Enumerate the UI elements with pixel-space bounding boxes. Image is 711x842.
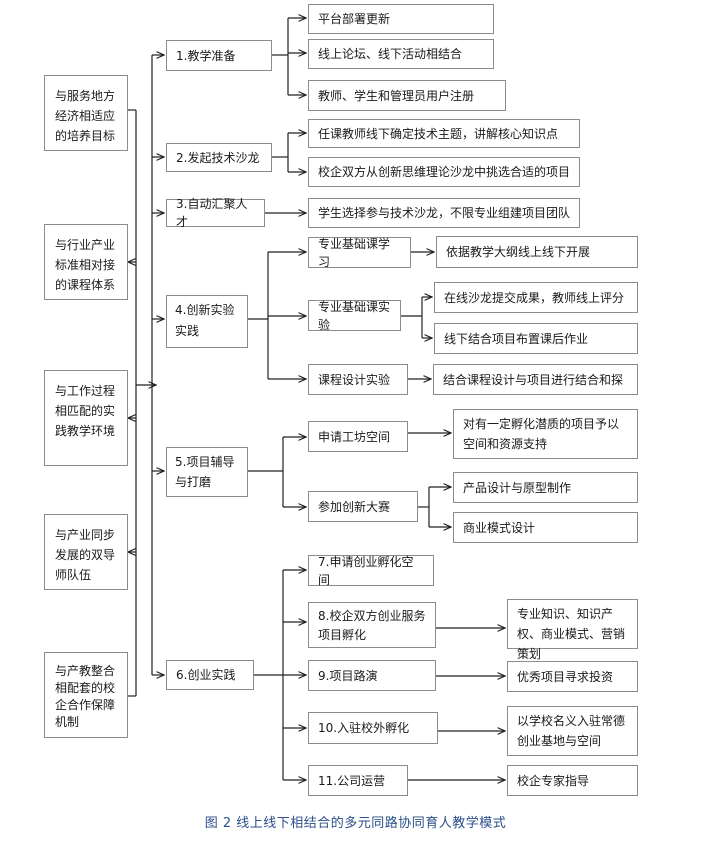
goal-dual-mentor-team: 与产业同步发展的双导师队伍 xyxy=(44,514,128,590)
item-project-selection: 校企双方从创新思维理论沙龙中挑选合适的项目 xyxy=(308,157,580,187)
item-course-design-experiment: 课程设计实验 xyxy=(308,364,408,395)
detail-business-model: 商业模式设计 xyxy=(453,512,638,543)
detail-space-resource-support: 对有一定孵化潜质的项目予以空间和资源支持 xyxy=(453,409,638,459)
detail-seek-investment: 优秀项目寻求投资 xyxy=(507,661,638,692)
stage-6-startup-practice: 6.创业实践 xyxy=(166,660,254,690)
detail-expert-guidance: 校企专家指导 xyxy=(507,765,638,796)
stage-5-project-coaching: 5.项目辅导与打磨 xyxy=(166,447,248,497)
detail-seek-investment-text: 优秀项目寻求投资 xyxy=(517,669,614,684)
item-project-selection-text: 校企双方从创新思维理论沙龙中挑选合适的项目 xyxy=(318,165,571,179)
item-off-campus-incubation: 10.入驻校外孵化 xyxy=(308,712,438,744)
goal-cooperation-mechanism: 与产教整合相配套的校企合作保障机制 xyxy=(44,652,128,738)
stage-4-label: 4.创新实验实践 xyxy=(175,303,235,338)
item-user-registration-text: 教师、学生和管理员用户注册 xyxy=(318,88,475,103)
item-off-campus-incubation-text: 10.入驻校外孵化 xyxy=(318,721,410,735)
item-school-enterprise-incubation-text: 8.校企双方创业服务项目孵化 xyxy=(318,609,426,642)
item-company-operation-text: 11.公司运营 xyxy=(318,773,386,788)
stage-2-tech-salon: 2.发起技术沙龙 xyxy=(166,143,272,172)
item-workshop-space: 申请工坊空间 xyxy=(308,421,408,452)
item-company-operation: 11.公司运营 xyxy=(308,765,408,796)
detail-changde-base-text: 以学校名义入驻常德创业基地与空间 xyxy=(517,714,626,748)
item-project-roadshow: 9.项目路演 xyxy=(308,660,436,691)
item-incubation-space: 7.申请创业孵化空间 xyxy=(308,554,434,587)
detail-product-prototype: 产品设计与原型制作 xyxy=(453,472,638,503)
goal-cooperation-mechanism-text: 与产教整合相配套的校企合作保障机制 xyxy=(55,664,116,729)
goal-curriculum-system: 与行业产业标准相对接的课程体系 xyxy=(44,224,128,300)
detail-changde-base: 以学校名义入驻常德创业基地与空间 xyxy=(507,706,638,756)
item-course-design-experiment-text: 课程设计实验 xyxy=(318,372,391,387)
item-team-forming: 学生选择参与技术沙龙，不限专业组建项目团队 xyxy=(308,198,580,228)
item-innovation-contest-text: 参加创新大赛 xyxy=(318,499,391,514)
figure-caption: 图 2 线上线下相结合的多元同路协同育人教学模式 xyxy=(204,816,507,831)
detail-business-model-text: 商业模式设计 xyxy=(463,520,536,535)
item-tech-theme: 任课教师线下确定技术主题，讲解核心知识点 xyxy=(308,119,580,148)
goal-practice-environment-text: 与工作过程相匹配的实践教学环境 xyxy=(55,384,116,438)
goal-curriculum-system-text: 与行业产业标准相对接的课程体系 xyxy=(55,238,116,292)
detail-online-scoring: 在线沙龙提交成果，教师线上评分 xyxy=(434,282,638,313)
detail-offline-homework-text: 线下结合项目布置课后作业 xyxy=(444,331,589,346)
goal-training-objectives-text: 与服务地方经济相适应的培养目标 xyxy=(55,89,116,143)
stage-4-innovation-practice: 4.创新实验实践 xyxy=(166,295,248,348)
detail-course-design-project: 结合课程设计与项目进行结合和探 xyxy=(433,364,638,395)
stage-2-label: 2.发起技术沙龙 xyxy=(176,150,260,165)
detail-expert-guidance-text: 校企专家指导 xyxy=(517,773,590,788)
item-basic-course-study: 专业基础课学习 xyxy=(308,236,411,269)
item-online-offline-combine: 线上论坛、线下活动相结合 xyxy=(308,39,494,69)
item-platform-deploy-text: 平台部署更新 xyxy=(318,12,391,26)
item-basic-course-study-text: 专业基础课学习 xyxy=(318,236,391,269)
item-innovation-contest: 参加创新大赛 xyxy=(308,491,418,522)
detail-product-prototype-text: 产品设计与原型制作 xyxy=(463,480,572,495)
goal-dual-mentor-team-text: 与产业同步发展的双导师队伍 xyxy=(55,528,116,582)
goal-practice-environment: 与工作过程相匹配的实践教学环境 xyxy=(44,370,128,466)
item-workshop-space-text: 申请工坊空间 xyxy=(318,429,391,444)
item-tech-theme-text: 任课教师线下确定技术主题，讲解核心知识点 xyxy=(318,126,559,141)
item-basic-course-experiment-text: 专业基础课实验 xyxy=(318,299,391,332)
item-user-registration: 教师、学生和管理员用户注册 xyxy=(308,80,506,111)
item-school-enterprise-incubation: 8.校企双方创业服务项目孵化 xyxy=(308,602,436,648)
item-online-offline-combine-text: 线上论坛、线下活动相结合 xyxy=(318,47,463,61)
detail-online-scoring-text: 在线沙龙提交成果，教师线上评分 xyxy=(444,290,625,305)
detail-offline-homework: 线下结合项目布置课后作业 xyxy=(434,323,638,354)
detail-syllabus: 依据教学大纲线上线下开展 xyxy=(436,236,638,268)
item-incubation-space-text: 7.申请创业孵化空间 xyxy=(318,554,414,587)
goal-training-objectives: 与服务地方经济相适应的培养目标 xyxy=(44,75,128,151)
item-basic-course-experiment: 专业基础课实验 xyxy=(308,299,401,332)
detail-syllabus-text: 依据教学大纲线上线下开展 xyxy=(446,245,591,259)
detail-course-design-project-text: 结合课程设计与项目进行结合和探 xyxy=(443,372,624,387)
stage-3-label: 3.自动汇聚人才 xyxy=(176,197,248,229)
stage-3-talent-gathering: 3.自动汇聚人才 xyxy=(166,197,265,229)
stage-1-label: 1.教学准备 xyxy=(176,48,236,63)
detail-knowledge-ip-marketing: 专业知识、知识产权、商业模式、营销策划 xyxy=(507,599,638,661)
detail-space-resource-support-text: 对有一定孵化潜质的项目予以空间和资源支持 xyxy=(463,417,620,451)
stage-6-label: 6.创业实践 xyxy=(176,668,236,682)
item-project-roadshow-text: 9.项目路演 xyxy=(318,668,378,683)
detail-knowledge-ip-marketing-text: 专业知识、知识产权、商业模式、营销策划 xyxy=(517,607,626,661)
stage-5-label: 5.项目辅导与打磨 xyxy=(175,455,235,489)
item-team-forming-text: 学生选择参与技术沙龙，不限专业组建项目团队 xyxy=(318,206,571,220)
item-platform-deploy: 平台部署更新 xyxy=(308,4,494,34)
stage-1-teaching-preparation: 1.教学准备 xyxy=(166,40,272,71)
